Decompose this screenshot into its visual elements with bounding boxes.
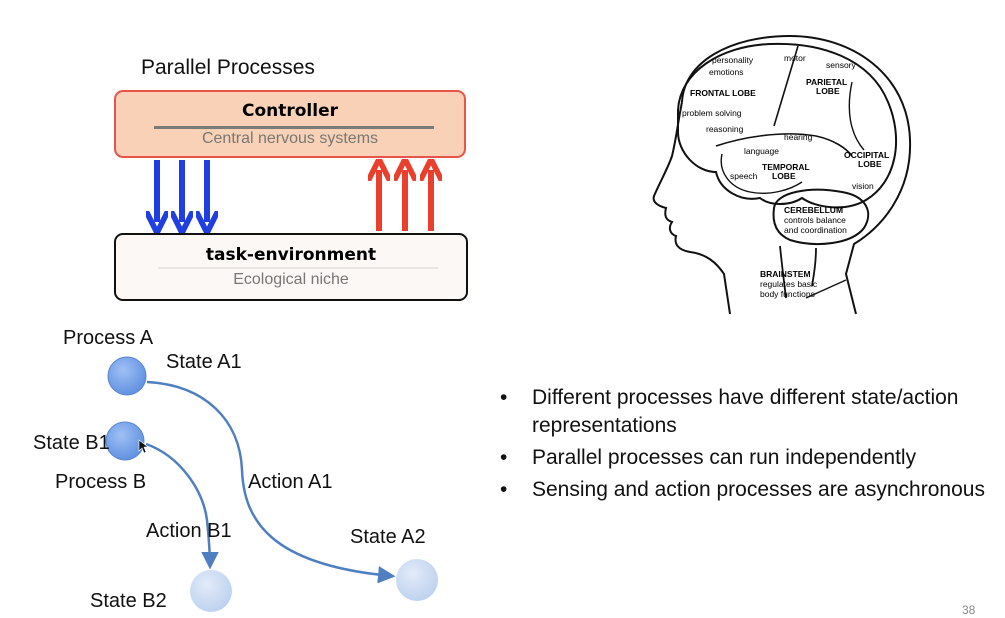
label-temporal-2: LOBE bbox=[772, 171, 796, 181]
label-parietal-1: PARIETAL bbox=[806, 77, 847, 87]
lateral-sulcus bbox=[715, 133, 853, 157]
task-environment-heading: task-environment bbox=[205, 245, 377, 265]
bullet-text: Sensing and action processes are asynchr… bbox=[532, 478, 985, 501]
brainstem-outline bbox=[779, 245, 817, 299]
bullet-dot-icon: • bbox=[500, 386, 508, 409]
central-sulcus bbox=[773, 45, 799, 127]
controller-heading: Controller bbox=[241, 101, 338, 121]
bullet-item: • Sensing and action processes are asynch… bbox=[498, 476, 988, 504]
label-vision: vision bbox=[852, 181, 874, 191]
label-brainstem: BRAINSTEM bbox=[760, 269, 811, 279]
label-process-a: Process A bbox=[63, 327, 154, 349]
controller-divider bbox=[154, 126, 434, 129]
label-temporal-1: TEMPORAL bbox=[762, 162, 810, 172]
bullet-dot-icon: • bbox=[500, 446, 508, 469]
label-problem-solving: problem solving bbox=[682, 108, 742, 118]
bullet-list: • Different processes have different stat… bbox=[498, 384, 988, 508]
label-occipital-1: OCCIPITAL bbox=[844, 150, 889, 160]
label-state-a2: State A2 bbox=[350, 526, 426, 548]
label-action-a1: Action A1 bbox=[248, 471, 333, 493]
state-b1-node bbox=[105, 421, 145, 461]
controller-box: Controller Central nervous systems bbox=[114, 90, 466, 158]
label-action-b1: Action B1 bbox=[146, 520, 232, 542]
state-a2-node bbox=[396, 559, 438, 601]
label-speech: speech bbox=[730, 171, 758, 181]
label-motor: motor bbox=[784, 53, 806, 63]
label-reasoning: reasoning bbox=[706, 124, 744, 134]
temporal-lobe-outline bbox=[720, 153, 803, 194]
bullet-item: • Different processes have different stat… bbox=[498, 384, 988, 440]
bullet-text: Different processes have different state… bbox=[532, 386, 959, 437]
page-number: 38 bbox=[962, 603, 976, 617]
task-environment-box: task-environment Ecological niche bbox=[114, 233, 468, 301]
label-cerebellum-desc-1: controls balance bbox=[784, 215, 846, 225]
state-a1-node bbox=[107, 356, 147, 396]
state-b2-node bbox=[190, 570, 232, 612]
label-personality: personality bbox=[712, 55, 754, 65]
action-b1-path bbox=[145, 442, 219, 570]
action-a1-path bbox=[146, 380, 396, 584]
mouse-cursor-icon bbox=[138, 439, 149, 454]
bullet-dot-icon: • bbox=[500, 478, 508, 501]
label-brainstem-desc-1: regulates basic bbox=[760, 279, 818, 289]
cerebellum-outline bbox=[772, 188, 870, 245]
task-environment-divider bbox=[158, 267, 438, 269]
brain-illustration: personality motor sensory emotions PARIE… bbox=[652, 34, 912, 315]
label-state-a1: State A1 bbox=[166, 351, 242, 373]
label-state-b2: State B2 bbox=[90, 590, 167, 612]
label-hearing: hearing bbox=[784, 132, 813, 142]
label-language: language bbox=[744, 146, 779, 156]
label-cerebellum-desc-2: and coordination bbox=[784, 225, 847, 235]
label-process-b: Process B bbox=[55, 471, 147, 493]
brainstem-pointer bbox=[805, 279, 847, 299]
label-sensory: sensory bbox=[826, 60, 857, 70]
label-state-b1: State B1 bbox=[33, 432, 110, 454]
head-outline bbox=[652, 34, 912, 315]
task-environment-subtitle: Ecological niche bbox=[233, 271, 349, 288]
parieto-occipital-sulcus bbox=[848, 81, 865, 151]
bullet-item: • Parallel processes can run independentl… bbox=[498, 444, 988, 472]
brain-outline bbox=[677, 42, 898, 209]
label-cerebellum: CEREBELLUM bbox=[784, 205, 843, 215]
label-frontal-lobe: FRONTAL LOBE bbox=[690, 88, 756, 98]
label-parietal-2: LOBE bbox=[816, 86, 840, 96]
controller-subtitle: Central nervous systems bbox=[201, 130, 379, 147]
bullet-text: Parallel processes can run independently bbox=[532, 446, 917, 469]
label-emotions: emotions bbox=[709, 67, 744, 77]
label-occipital-2: LOBE bbox=[858, 159, 882, 169]
diagram-title: Parallel Processes bbox=[141, 56, 315, 79]
label-brainstem-desc-2: body functions bbox=[760, 289, 815, 299]
